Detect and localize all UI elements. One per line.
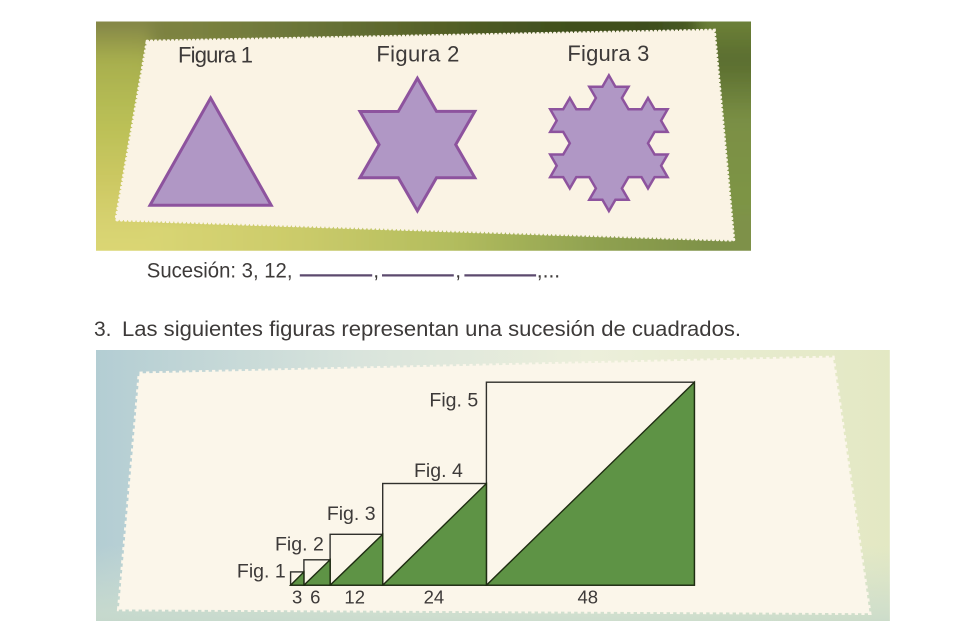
svg-text:48: 48: [578, 587, 599, 608]
svg-text:Sucesión: 3, 12,: Sucesión: 3, 12,: [147, 259, 293, 282]
svg-text:Fig. 2: Fig. 2: [275, 533, 324, 555]
svg-text:Figura 1: Figura 1: [178, 42, 253, 67]
svg-text:3.: 3.: [94, 318, 112, 341]
svg-text:Fig. 5: Fig. 5: [429, 390, 478, 412]
svg-text:Las siguientes figuras represe: Las siguientes figuras representan una s…: [122, 318, 741, 341]
svg-text:Fig. 4: Fig. 4: [414, 460, 463, 482]
svg-text:Fig. 1: Fig. 1: [237, 561, 286, 583]
svg-text:Figura 3: Figura 3: [567, 41, 649, 66]
svg-text:6: 6: [310, 587, 320, 608]
svg-text:24: 24: [424, 587, 445, 608]
svg-text:Fig. 3: Fig. 3: [327, 503, 376, 525]
svg-text:Figura 2: Figura 2: [376, 41, 459, 66]
svg-text:12: 12: [344, 587, 365, 608]
svg-text:3: 3: [292, 587, 302, 608]
svg-text:,...: ,...: [537, 259, 560, 282]
svg-text:,: ,: [455, 259, 461, 282]
svg-text:,: ,: [373, 259, 379, 282]
